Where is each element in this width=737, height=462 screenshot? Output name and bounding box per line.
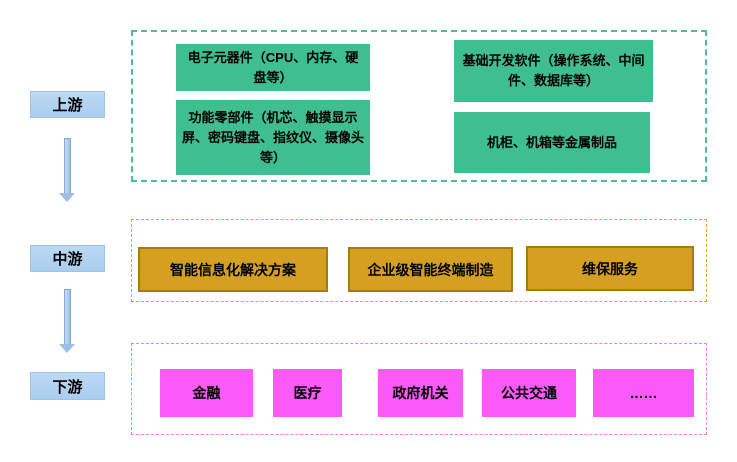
arrow-shaft xyxy=(63,289,71,344)
downstream-item-finance: 金融 xyxy=(160,369,253,417)
down-arrow-icon xyxy=(54,289,80,353)
midstream-item-solutions: 智能信息化解决方案 xyxy=(138,247,328,292)
downstream-item-government: 政府机关 xyxy=(378,369,463,417)
upstream-item-electronic-components: 电子元器件（CPU、内存、硬盘等） xyxy=(176,44,370,91)
midstream-item-terminal-manufacturing: 企业级智能终端制造 xyxy=(348,247,513,292)
stage-label-downstream: 下游 xyxy=(30,372,105,400)
upstream-item-functional-parts: 功能零部件（机芯、触摸显示屏、密码键盘、指纹仪、摄像头等） xyxy=(176,100,370,175)
downstream-item-public-transport: 公共交通 xyxy=(482,369,576,417)
downstream-region xyxy=(131,343,707,435)
arrow-shaft xyxy=(63,138,71,193)
downstream-item-medical: 医疗 xyxy=(273,369,342,417)
stage-label-midstream: 中游 xyxy=(30,245,105,272)
stage-label-upstream: 上游 xyxy=(30,91,105,118)
arrow-head xyxy=(59,193,75,202)
arrow-head xyxy=(59,344,75,353)
down-arrow-icon xyxy=(54,138,80,202)
downstream-item-ellipsis: …… xyxy=(593,369,694,417)
midstream-item-maintenance-service: 维保服务 xyxy=(526,246,694,291)
upstream-region xyxy=(131,30,707,182)
midstream-region xyxy=(131,219,707,302)
upstream-item-metal-products: 机柜、机箱等金属制品 xyxy=(454,112,650,173)
upstream-item-base-software: 基础开发软件（操作系统、中间件、数据库等） xyxy=(454,40,653,102)
